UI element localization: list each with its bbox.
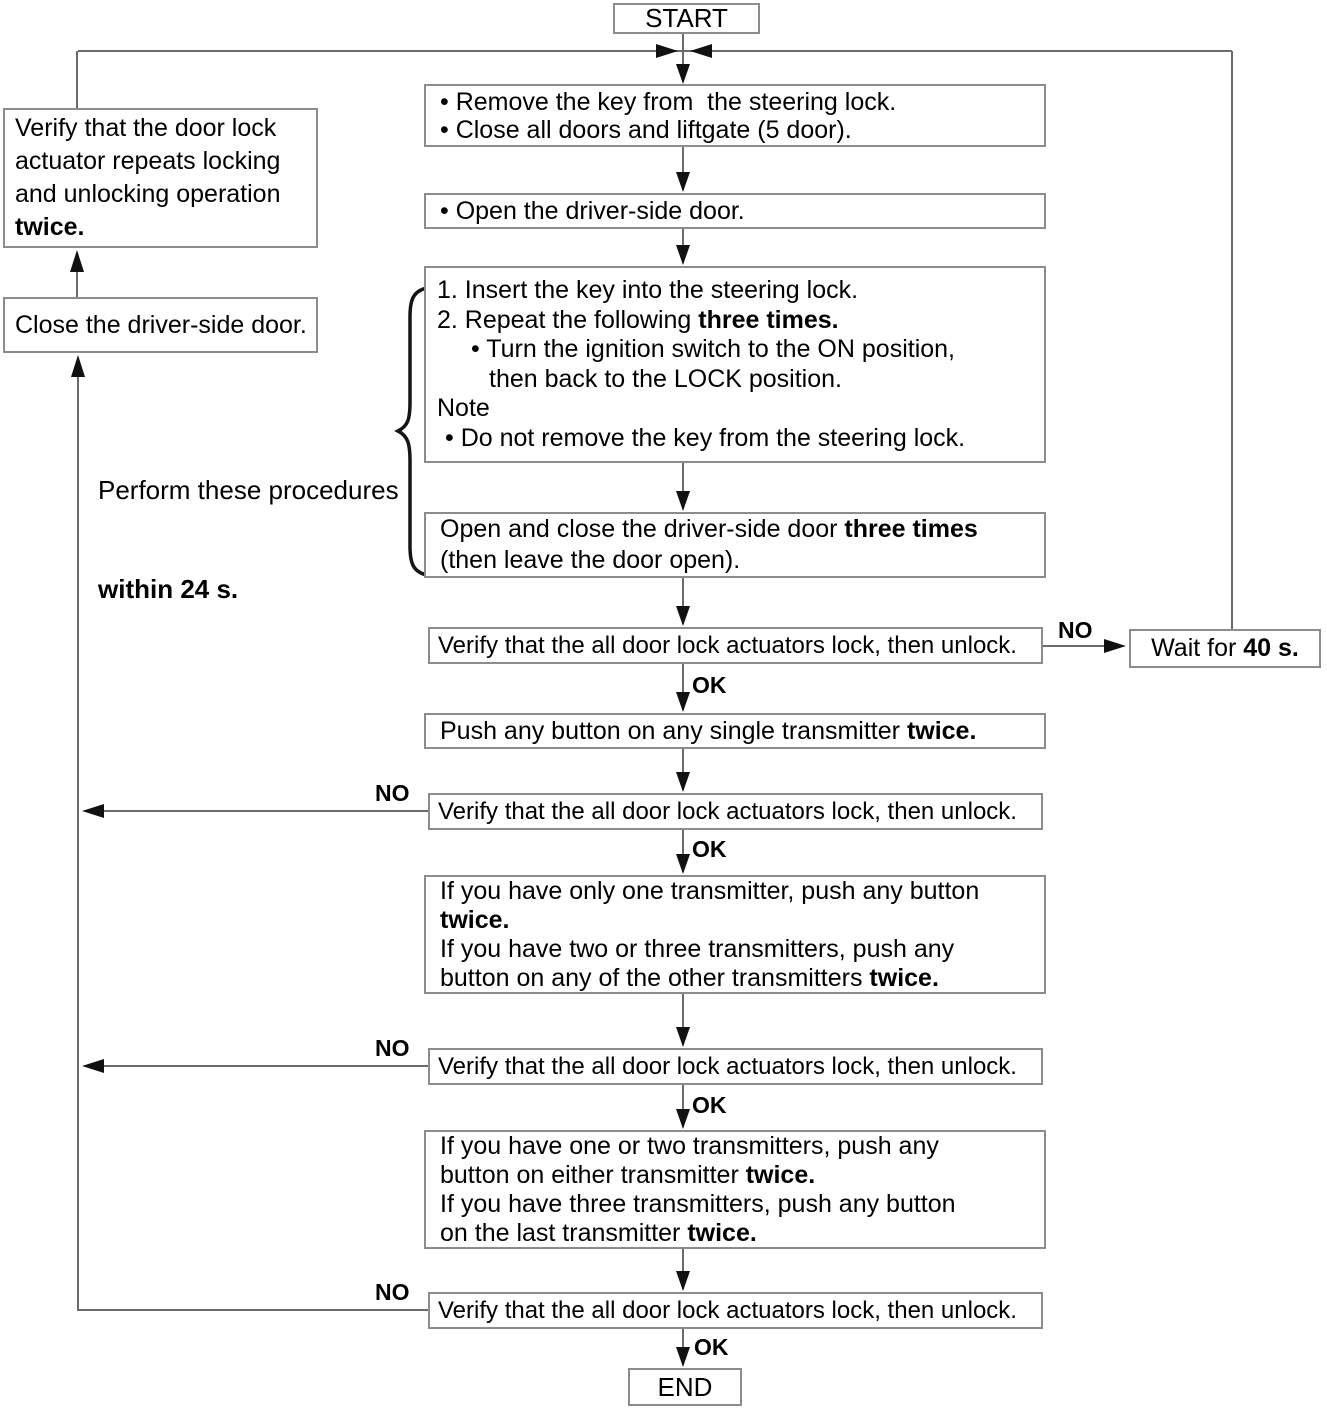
ok-label-2: OK: [692, 836, 727, 862]
door-cycle-line1-text: Open and close the driver-side door: [440, 515, 845, 543]
wait-text-bold: 40 s.: [1243, 634, 1299, 662]
arrow-verify-a: [676, 606, 690, 626]
verify-all-box-3: Verify that the all door lock actuators …: [428, 1048, 1043, 1085]
open-door-text: • Open the driver-side door.: [440, 196, 745, 225]
push-any-box: Push any button on any single transmitte…: [424, 713, 1046, 749]
verify-actuator-box: Verify that the door lock actuator repea…: [3, 108, 318, 248]
prepare-bullet1: • Remove the key from the steering lock.: [440, 87, 897, 116]
third-line2-text: button on either transmitter: [440, 1160, 746, 1189]
ok-label-4: OK: [694, 1334, 729, 1360]
no-label-4: NO: [375, 1279, 410, 1305]
wait-box: Wait for 40 s.: [1129, 629, 1321, 668]
timing-note-line1: Perform these procedures: [98, 475, 399, 505]
timing-note-line2: within 24 s.: [98, 574, 239, 604]
ok-label-3: OK: [692, 1092, 727, 1118]
start-node: START: [613, 3, 760, 34]
arrow-third: [676, 1109, 690, 1129]
open-door-box: • Open the driver-side door.: [424, 193, 1046, 229]
arrow-no-b: [82, 804, 104, 818]
verify-all-text-3: Verify that the all door lock actuators …: [438, 1053, 1017, 1080]
second-line1: If you have only one transmitter, push a…: [440, 876, 980, 905]
arrow-feedback-up: [71, 355, 85, 377]
arrow-verify-b: [676, 772, 690, 792]
arrow-wait: [1104, 639, 1126, 653]
prepare-bullet2: • Close all doors and liftgate (5 door).: [440, 115, 852, 144]
arrow-pushany: [676, 692, 690, 712]
arrow-keycycle: [676, 245, 690, 265]
third-line3: If you have three transmitters, push any…: [440, 1189, 956, 1218]
key-cycle-box: 1. Insert the key into the steering lock…: [424, 266, 1046, 463]
arrow-doorcycle: [676, 491, 690, 511]
end-node: END: [628, 1368, 742, 1406]
verify-actuator-line1: Verify that the door lock: [15, 114, 277, 142]
push-any-normal: Push any button on any single transmitte…: [440, 716, 907, 745]
second-transmitter-box: If you have only one transmitter, push a…: [424, 875, 1046, 994]
third-line2-bold: twice.: [745, 1160, 816, 1189]
close-door-box: Close the driver-side door.: [3, 297, 318, 353]
key-cycle-item2-text: 2. Repeat the following: [437, 305, 699, 334]
verify-all-box-4: Verify that the all door lock actuators …: [428, 1292, 1043, 1329]
push-any-bold: twice.: [906, 716, 977, 745]
arrow-no-c: [82, 1059, 104, 1073]
key-cycle-sub1: • Turn the ignition switch to the ON pos…: [471, 335, 955, 363]
second-line4-text: button on any of the other transmitters: [440, 963, 870, 992]
door-cycle-box: Open and close the driver-side door thre…: [424, 512, 1046, 578]
arrow-verify-c: [676, 1027, 690, 1047]
end-label: END: [657, 1371, 713, 1402]
verify-all-text-4: Verify that the all door lock actuators …: [438, 1297, 1017, 1324]
key-cycle-sub2: then back to the LOCK position.: [489, 364, 842, 393]
second-line4: button on any of the other transmitters …: [440, 964, 1044, 993]
second-line2: twice.: [440, 905, 510, 934]
second-line4-bold: twice.: [869, 963, 939, 992]
wait-text: Wait for 40 s.: [1151, 634, 1299, 663]
key-cycle-item1: 1. Insert the key into the steering lock…: [437, 276, 859, 304]
door-cycle-line1: Open and close the driver-side door thre…: [440, 514, 1044, 545]
door-cycle-line1-bold: three times: [844, 515, 978, 543]
verify-all-text-2: Verify that the all door lock actuators …: [438, 798, 1017, 825]
second-line3: If you have two or three transmitters, p…: [440, 934, 955, 963]
verify-all-text-1: Verify that the all door lock actuators …: [438, 632, 1017, 659]
key-cycle-note-title: Note: [437, 394, 490, 422]
verify-all-box-2: Verify that the all door lock actuators …: [428, 793, 1043, 830]
arrow-prepare: [676, 64, 690, 84]
wait-text-normal: Wait for: [1151, 634, 1244, 662]
close-door-text: Close the driver-side door.: [15, 310, 307, 339]
ok-label-1: OK: [692, 672, 727, 698]
verify-actuator-line2: actuator repeats locking: [15, 147, 281, 175]
third-line4-text: on the last transmitter: [440, 1218, 688, 1247]
arrow-second: [676, 854, 690, 874]
arrow-into-rail-from-left: [656, 44, 678, 58]
no-label-3: NO: [375, 1035, 410, 1061]
no-label-1: NO: [1058, 617, 1093, 643]
no-label-2: NO: [375, 780, 410, 806]
timing-note: Perform these procedures within 24 s.: [98, 408, 399, 672]
key-cycle-note-bullet: • Do not remove the key from the steerin…: [445, 423, 966, 452]
arrow-verify-d: [676, 1271, 690, 1291]
arrow-end: [676, 1347, 690, 1367]
door-cycle-line2: (then leave the door open).: [440, 546, 741, 574]
arrow-into-rail-from-right: [690, 44, 712, 58]
prepare-box: • Remove the key from the steering lock.…: [424, 84, 1046, 147]
verify-actuator-line3: and unlocking operation: [15, 180, 281, 208]
third-line4: on the last transmitter twice.: [440, 1219, 1044, 1248]
key-cycle-item2-bold: three times.: [698, 305, 839, 334]
start-label: START: [645, 3, 728, 33]
verify-d-no-feedback: [77, 360, 428, 1311]
third-transmitter-box: If you have one or two transmitters, pus…: [424, 1130, 1046, 1249]
verify-actuator-line4: twice.: [15, 213, 85, 241]
third-line2: button on either transmitter twice.: [440, 1161, 1044, 1190]
arrow-close-up: [70, 250, 84, 272]
verify-all-box-1: Verify that the all door lock actuators …: [428, 627, 1043, 664]
third-line4-bold: twice.: [687, 1218, 757, 1247]
key-cycle-item2: 2. Repeat the following three times.: [437, 306, 1044, 336]
arrow-open: [676, 172, 690, 192]
brace: [394, 286, 428, 577]
push-any-text: Push any button on any single transmitte…: [440, 717, 1044, 746]
third-line1: If you have one or two transmitters, pus…: [440, 1131, 939, 1160]
